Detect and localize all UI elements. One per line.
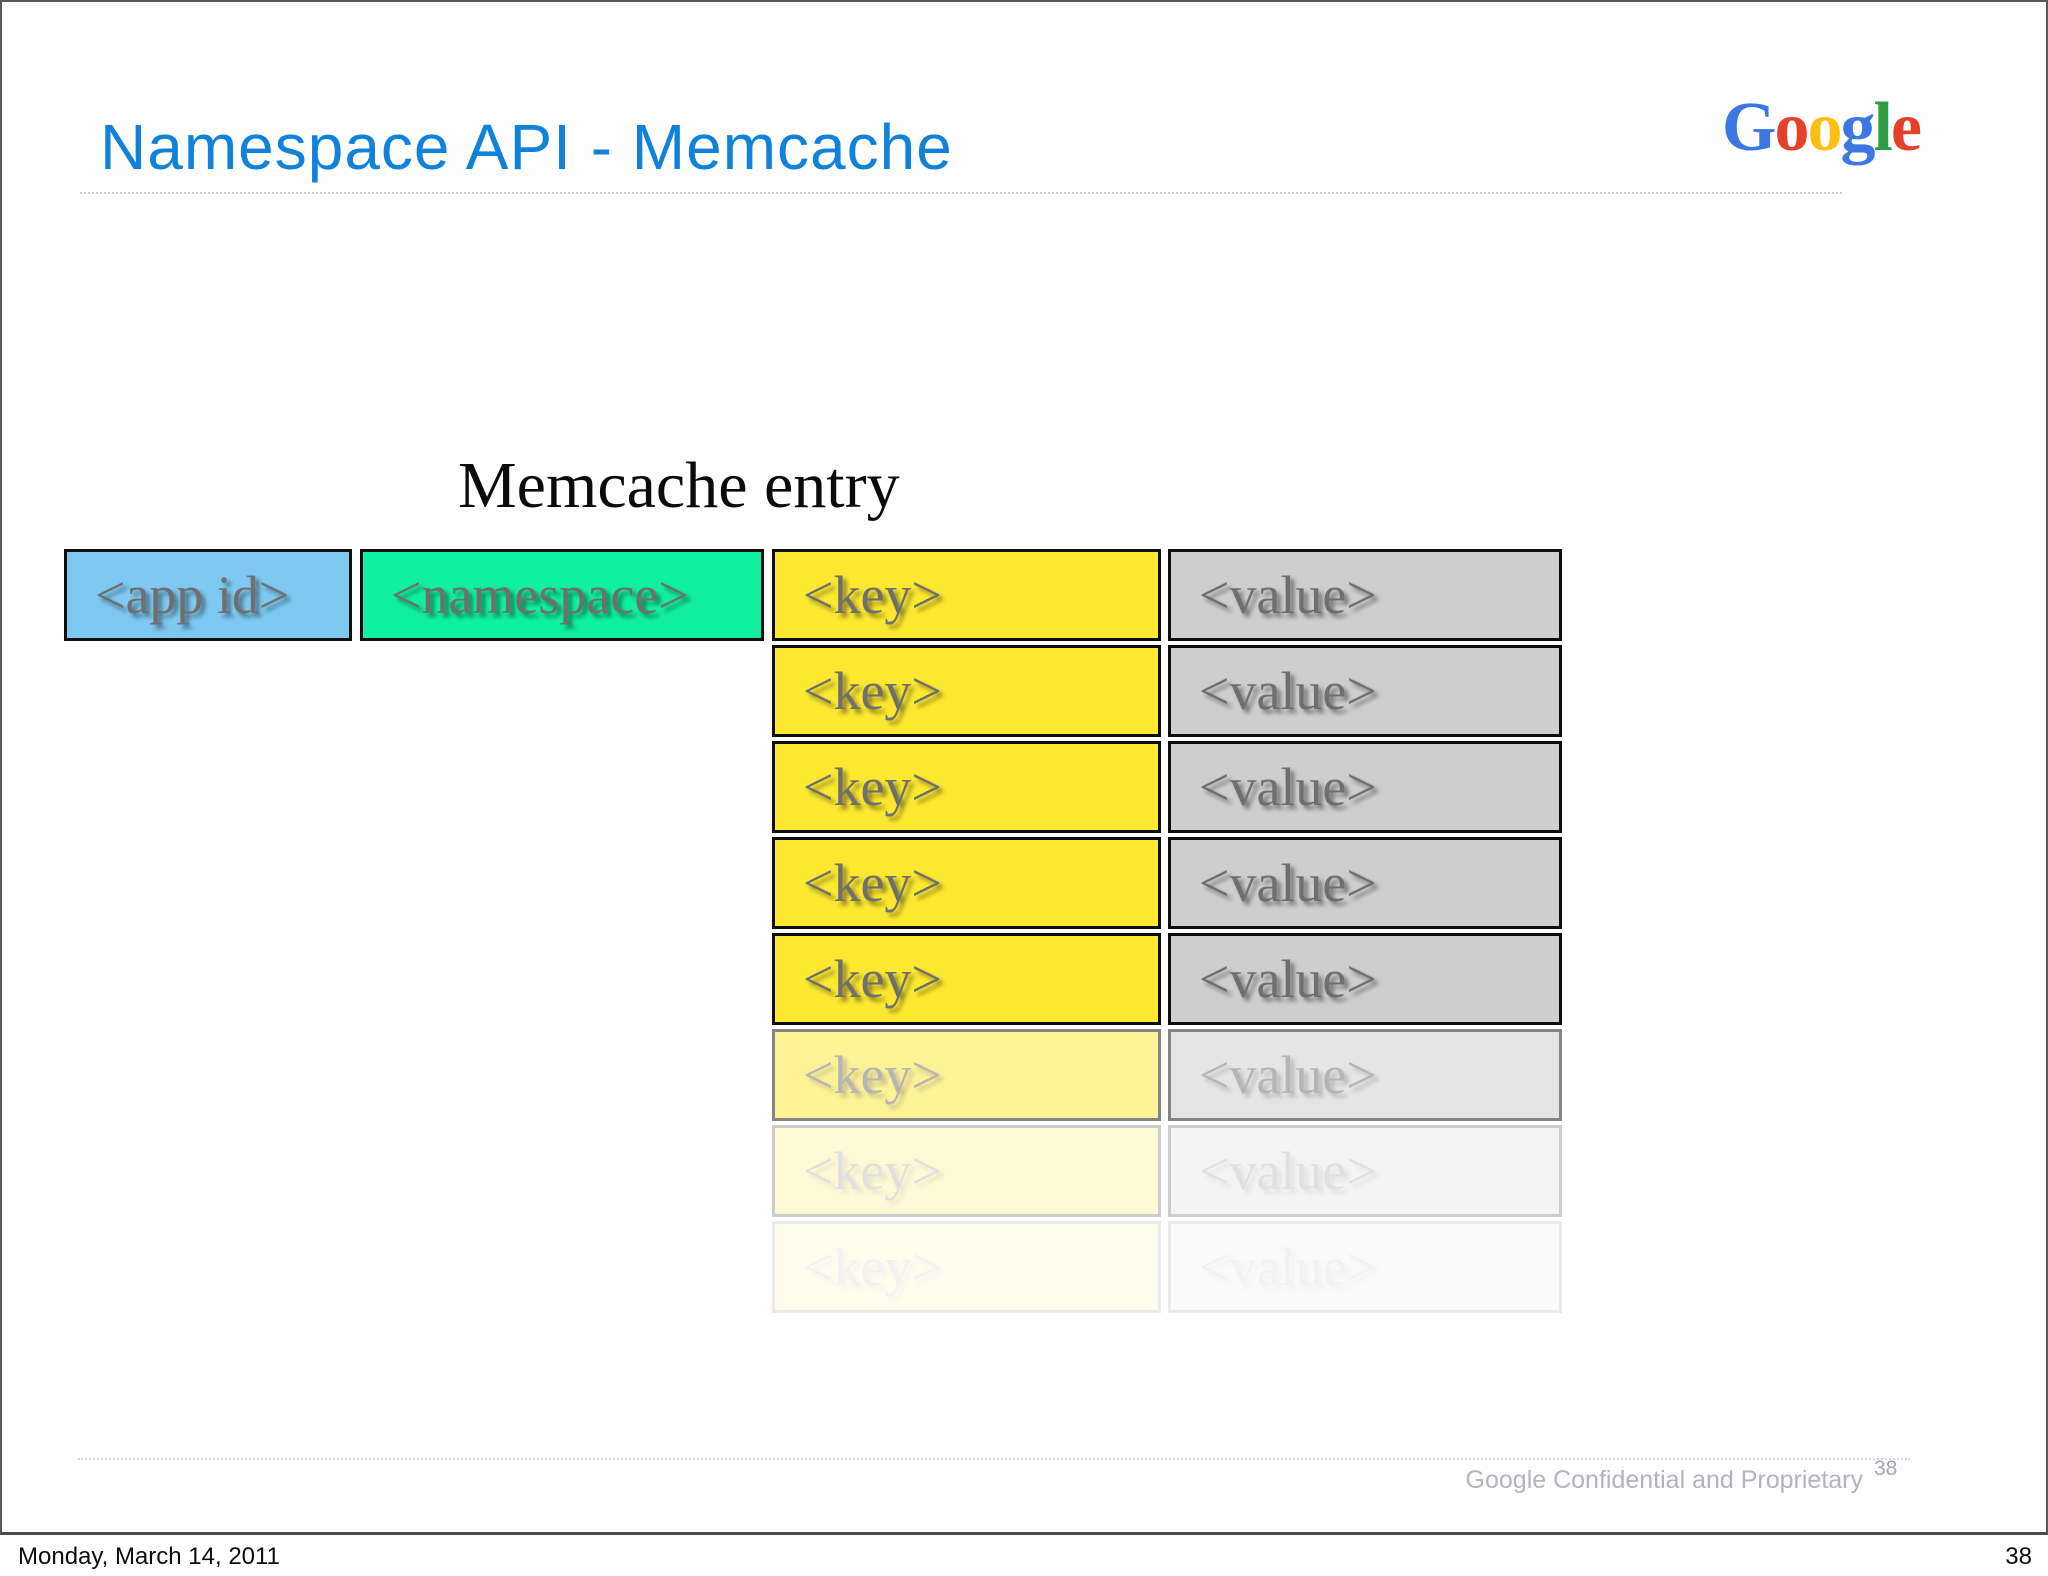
value-cell: <value> xyxy=(1168,1125,1562,1217)
memcache-row-7: <key><value> xyxy=(0,1125,2048,1217)
key-cell: <key> xyxy=(772,1125,1161,1217)
key-cell: <key> xyxy=(772,549,1161,641)
value-cell: <value> xyxy=(1168,837,1562,929)
bottom-bar-page-number: 38 xyxy=(2005,1543,2032,1570)
bottom-bar-date: Monday, March 14, 2011 xyxy=(18,1543,280,1570)
google-logo-letter: e xyxy=(1890,89,1922,166)
value-cell: <value> xyxy=(1168,645,1562,737)
memcache-row-5: <key><value> xyxy=(0,933,2048,1025)
memcache-row-1: <app id><namespace><key><value> xyxy=(0,549,2048,641)
memcache-row-2: <key><value> xyxy=(0,645,2048,737)
memcache-row-4: <key><value> xyxy=(0,837,2048,929)
key-cell: <key> xyxy=(772,1221,1161,1313)
memcache-row-8: <key><value> xyxy=(0,1221,2048,1313)
value-cell: <value> xyxy=(1168,933,1562,1025)
google-logo-letter: l xyxy=(1873,89,1893,166)
google-logo-letter: o xyxy=(1774,89,1809,166)
app-id-cell: <app id> xyxy=(64,549,352,641)
google-logo-letter: g xyxy=(1840,89,1875,166)
memcache-entry-diagram: <app id><namespace><key><value><key><val… xyxy=(0,549,2048,1349)
footer-page-number: 38 xyxy=(1874,1457,1898,1480)
title-divider xyxy=(80,192,1842,194)
key-cell: <key> xyxy=(772,933,1161,1025)
value-cell: <value> xyxy=(1168,741,1562,833)
footer-confidential-text: Google Confidential and Proprietary xyxy=(1465,1466,1863,1494)
google-logo-letter: o xyxy=(1807,89,1842,166)
value-cell: <value> xyxy=(1168,549,1562,641)
key-cell: <key> xyxy=(772,837,1161,929)
key-cell: <key> xyxy=(772,741,1161,833)
memcache-row-6: <key><value> xyxy=(0,1029,2048,1121)
key-cell: <key> xyxy=(772,1029,1161,1121)
memcache-row-3: <key><value> xyxy=(0,741,2048,833)
value-cell: <value> xyxy=(1168,1221,1562,1313)
slide-title: Namespace API - Memcache xyxy=(100,111,953,183)
key-cell: <key> xyxy=(772,645,1161,737)
namespace-cell: <namespace> xyxy=(360,549,764,641)
diagram-heading: Memcache entry xyxy=(458,449,900,522)
value-cell: <value> xyxy=(1168,1029,1562,1121)
footer-divider xyxy=(78,1458,1910,1460)
google-logo-letter: G xyxy=(1722,89,1776,166)
google-logo: Google xyxy=(1722,88,1922,168)
